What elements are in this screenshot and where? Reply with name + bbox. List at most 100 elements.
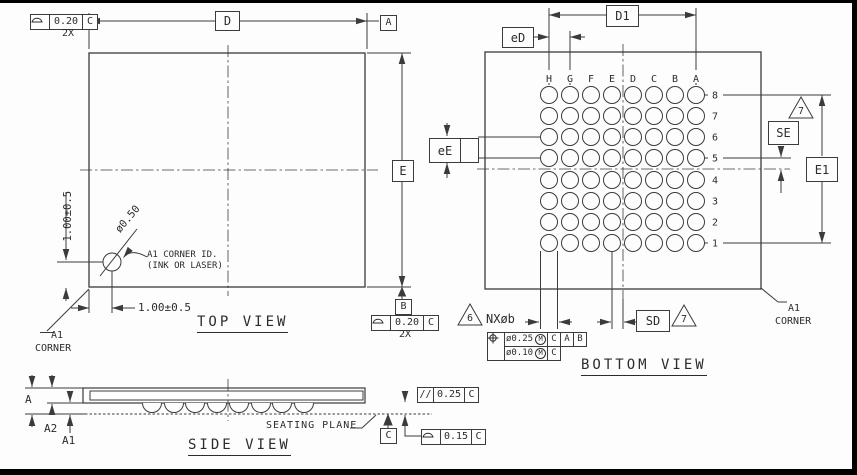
count-note-bottom: 2X bbox=[398, 329, 412, 340]
datum-c-triangle bbox=[383, 413, 393, 426]
datum-ref: C bbox=[423, 315, 439, 331]
ball-column-label: F bbox=[588, 74, 594, 85]
label-mask bbox=[648, 70, 660, 83]
solder-ball bbox=[666, 192, 684, 210]
a1-corner-label-line1: A1 bbox=[51, 330, 64, 341]
solder-ball bbox=[624, 171, 642, 189]
datum-ref: A bbox=[560, 332, 574, 347]
solder-ball bbox=[687, 234, 705, 252]
profile-tolerance-frame-bottom: 0.20 C bbox=[371, 315, 439, 331]
label-mask bbox=[708, 174, 723, 186]
solder-ball bbox=[666, 171, 684, 189]
dim-sd-box: SD bbox=[636, 310, 670, 332]
datum-ref: C bbox=[464, 387, 479, 403]
top-border bbox=[0, 0, 857, 3]
side-view-title: SIDE VIEW bbox=[188, 437, 291, 456]
datum-ref: C bbox=[547, 332, 561, 347]
ball-column-label: G bbox=[567, 74, 573, 85]
solder-ball bbox=[687, 149, 705, 167]
label-mask bbox=[669, 70, 681, 83]
solder-ball bbox=[561, 234, 579, 252]
dim-e1-box: E1 bbox=[806, 157, 838, 182]
ball-column-label: H bbox=[546, 74, 552, 85]
solder-ball bbox=[645, 213, 663, 231]
solder-ball bbox=[645, 107, 663, 125]
tolerance-value: 0.15 bbox=[440, 429, 472, 445]
solder-ball bbox=[561, 213, 579, 231]
dim-d-box: D bbox=[215, 11, 240, 31]
flag-7-top-triangle bbox=[788, 95, 814, 119]
ball-column-label: A bbox=[693, 74, 699, 85]
solder-ball bbox=[687, 128, 705, 146]
dim-d1-box: D1 bbox=[606, 5, 639, 27]
solder-ball bbox=[582, 213, 600, 231]
ball-row-label: 1 bbox=[712, 239, 718, 250]
position-symbol-icon bbox=[487, 332, 505, 361]
solder-ball bbox=[603, 171, 621, 189]
profile-of-surface-icon bbox=[371, 315, 391, 331]
solder-ball bbox=[645, 192, 663, 210]
solder-ball bbox=[687, 213, 705, 231]
dim-e-box: E bbox=[392, 160, 414, 182]
bottom-border bbox=[0, 469, 857, 475]
solder-ball bbox=[540, 171, 558, 189]
solder-ball bbox=[624, 86, 642, 104]
label-mask bbox=[543, 70, 555, 83]
solder-ball bbox=[540, 86, 558, 104]
solder-ball bbox=[687, 86, 705, 104]
bottom-view-centerlines bbox=[477, 44, 790, 299]
solder-ball bbox=[624, 192, 642, 210]
side-view-body-outline bbox=[82, 387, 366, 404]
solder-ball bbox=[561, 128, 579, 146]
solder-ball bbox=[540, 149, 558, 167]
flag-6-number: 6 bbox=[467, 313, 473, 324]
solder-ball bbox=[687, 171, 705, 189]
dim-ed-box: eD bbox=[502, 27, 534, 48]
tolerance-value: 0.25 bbox=[433, 387, 465, 403]
right-border bbox=[852, 0, 857, 475]
solder-ball bbox=[624, 213, 642, 231]
solder-ball bbox=[582, 86, 600, 104]
solder-ball bbox=[540, 107, 558, 125]
profile-of-surface-icon bbox=[30, 14, 50, 30]
solder-ball bbox=[645, 86, 663, 104]
datum-ref: B bbox=[573, 332, 587, 347]
side-solder-ball bbox=[251, 402, 271, 413]
corner-id-note-leader bbox=[123, 246, 148, 258]
solder-ball bbox=[540, 192, 558, 210]
solder-ball bbox=[603, 213, 621, 231]
solder-ball bbox=[540, 234, 558, 252]
ball-row-label: 6 bbox=[712, 133, 718, 144]
ee-empty-cell bbox=[459, 138, 479, 163]
solder-ball bbox=[561, 192, 579, 210]
dim-a2-label: A2 bbox=[44, 422, 58, 435]
mmc-modifier-icon: M bbox=[535, 348, 547, 359]
label-mask bbox=[708, 216, 723, 228]
profile-tolerance-frame-side: 0.15 C bbox=[421, 429, 486, 445]
side-solder-ball bbox=[142, 402, 162, 413]
datum-c-box: C bbox=[380, 428, 397, 444]
dim-ee-box: eE bbox=[429, 138, 479, 163]
parallelism-symbol-icon: // bbox=[417, 387, 434, 403]
corner-offset-vertical-dim: 1.00±0.5 bbox=[61, 190, 74, 242]
side-solder-ball bbox=[185, 402, 205, 413]
flag-7-sd-number: 7 bbox=[681, 314, 687, 325]
solder-ball bbox=[645, 128, 663, 146]
flag-7-sd-triangle bbox=[671, 303, 697, 327]
top-view-centerlines bbox=[80, 45, 378, 296]
ball-row-label: 7 bbox=[712, 112, 718, 123]
corner-offset-horizontal-dim: 1.00±0.5 bbox=[138, 301, 191, 314]
ball-column-label: B bbox=[672, 74, 678, 85]
ball-column-label: D bbox=[630, 74, 636, 85]
label-mask bbox=[708, 237, 723, 249]
label-mask bbox=[708, 89, 723, 101]
solder-ball bbox=[582, 192, 600, 210]
label-mask bbox=[564, 70, 576, 83]
flag-7-top-number: 7 bbox=[798, 106, 804, 117]
side-solder-ball bbox=[164, 402, 184, 413]
solder-ball bbox=[582, 107, 600, 125]
